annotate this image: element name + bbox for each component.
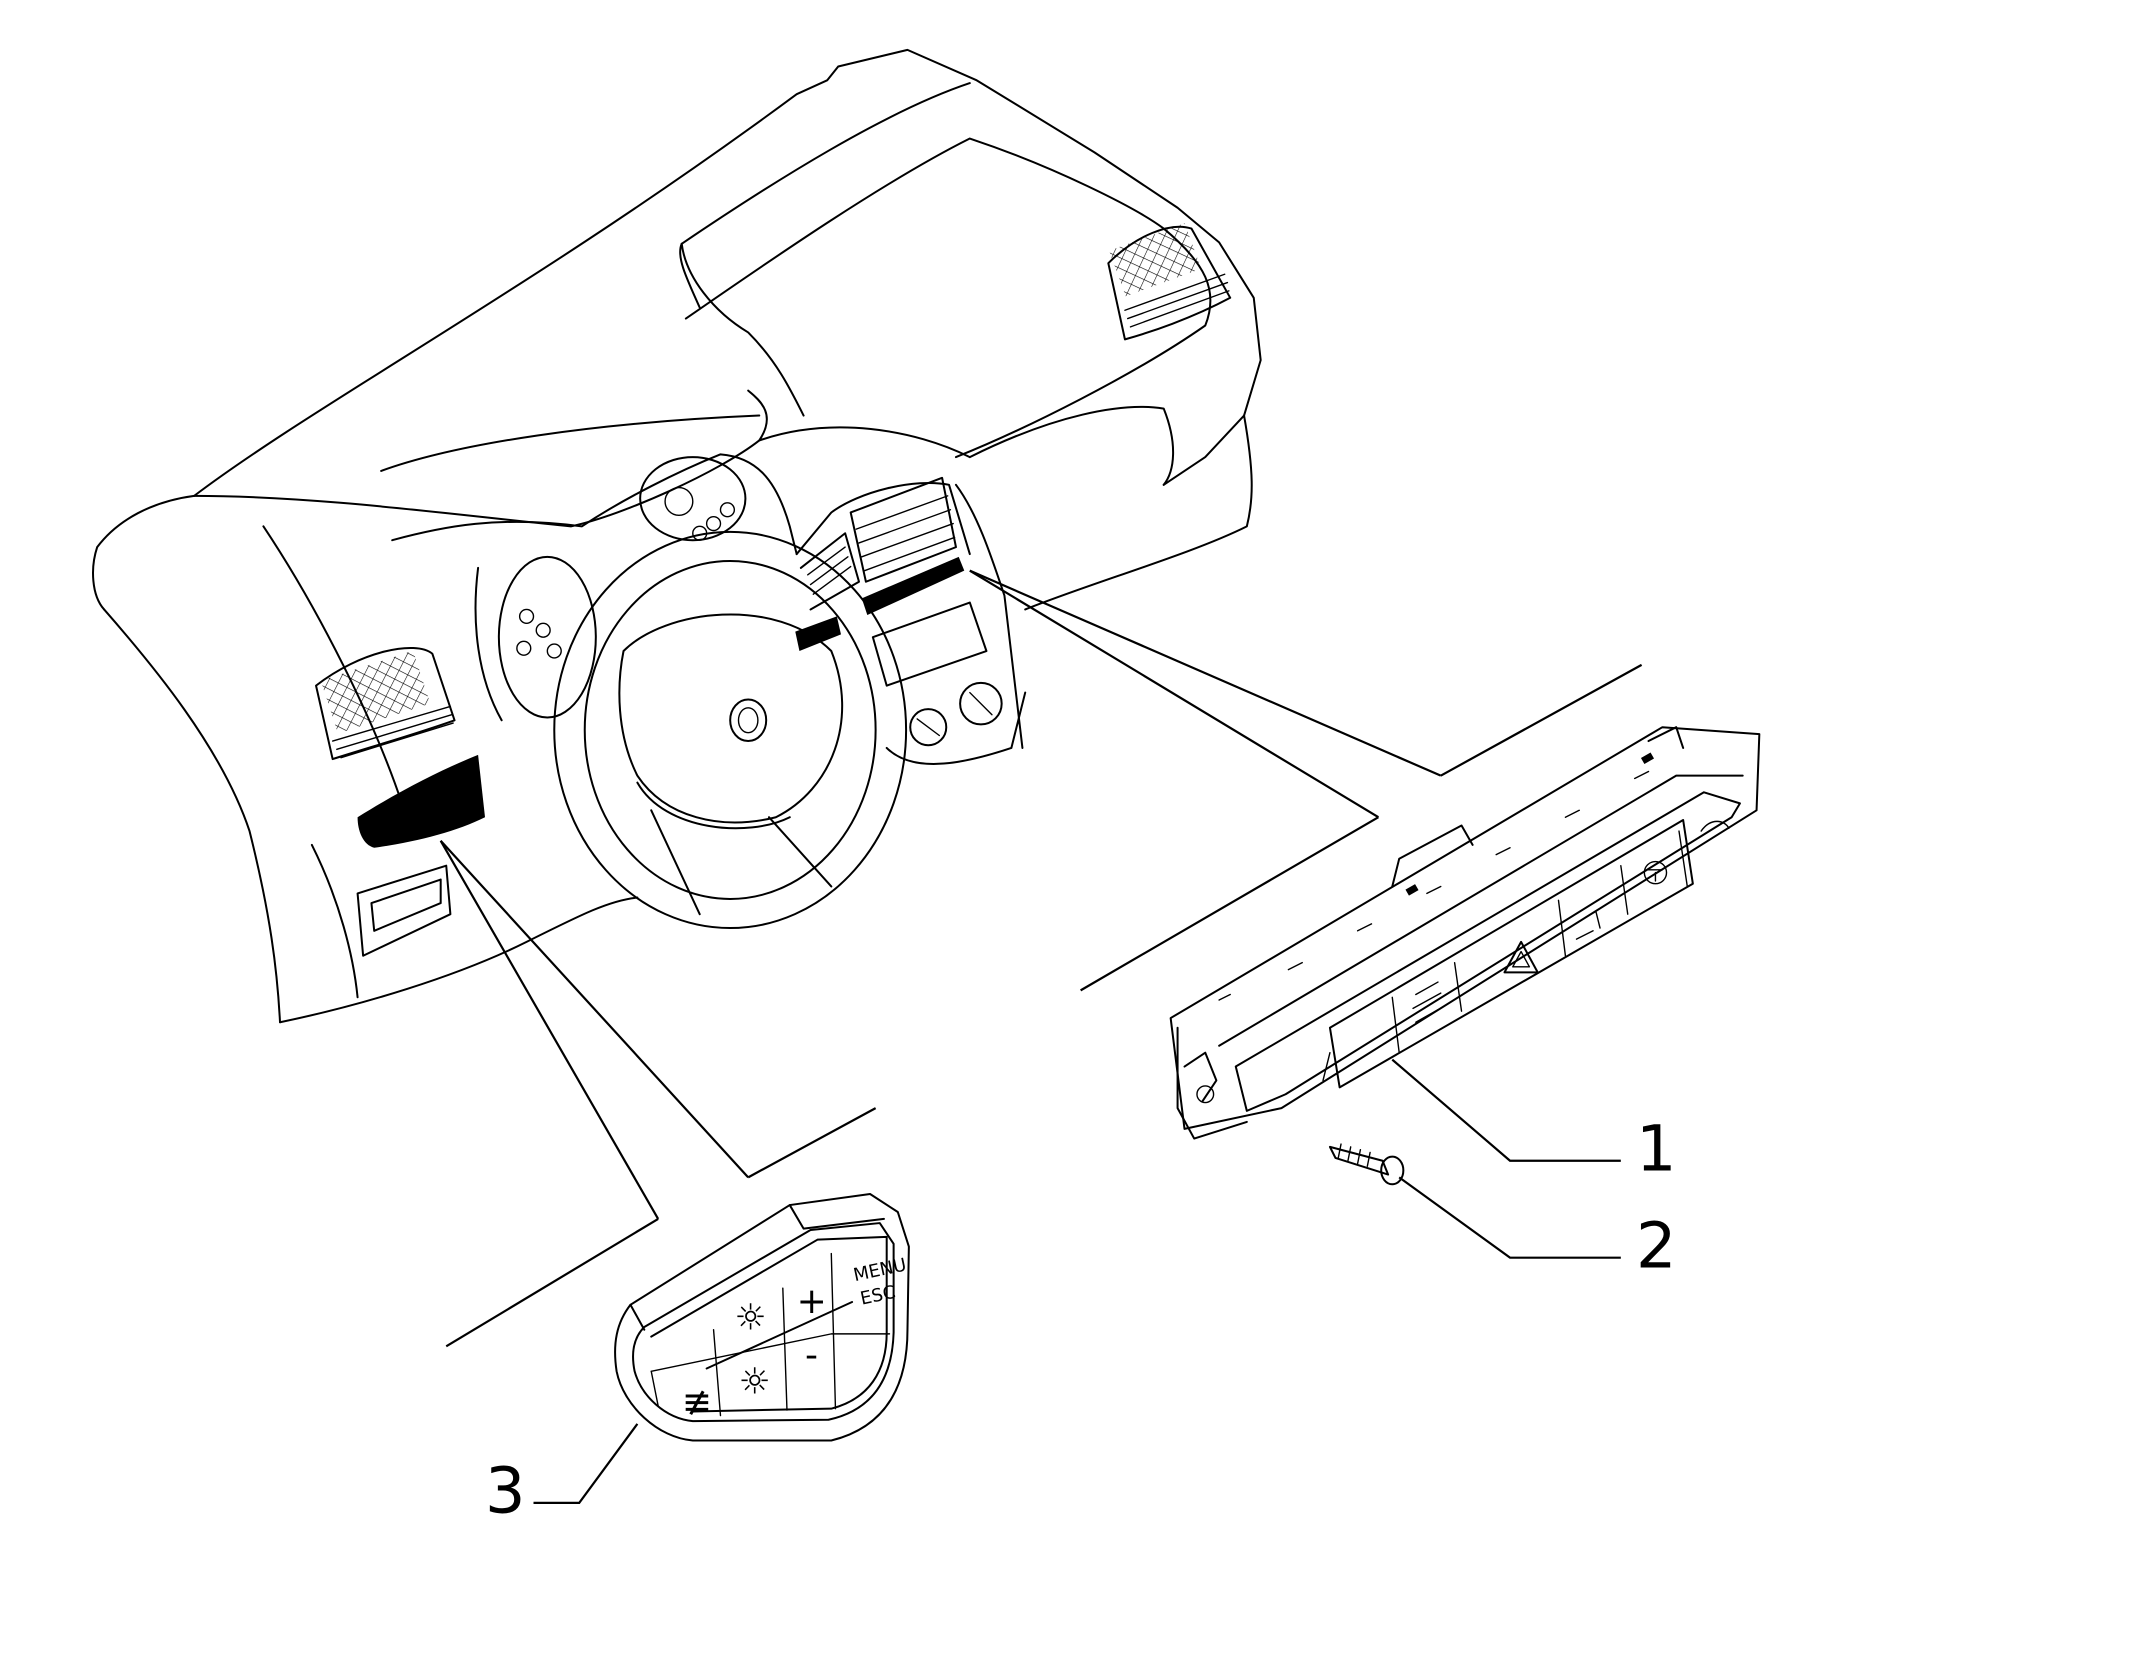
headlight-down-icon: ☼: [738, 1361, 770, 1402]
headlight-up-icon: ☼: [734, 1298, 766, 1339]
plus-label: +: [797, 1281, 827, 1322]
callout-2: 2: [1399, 1177, 1677, 1283]
callout-2-label: 2: [1636, 1209, 1677, 1283]
dashboard-illustration: [93, 50, 1261, 1022]
switch-bank-module: [1171, 727, 1760, 1138]
fog-light-icon: ≢: [682, 1382, 712, 1423]
lighting-control-module: ☼ ☼ ≢ + - MENU ESC: [615, 1194, 909, 1441]
callout-1: 1: [1392, 1060, 1677, 1186]
rear-defrost-icon: [1413, 982, 1441, 1022]
child-lock-icon: [1576, 911, 1600, 939]
steering-wheel-icon: [1644, 862, 1666, 884]
callout-3-label: 3: [485, 1455, 526, 1529]
esc-label: ESC: [858, 1282, 897, 1310]
menu-label: MENU: [852, 1254, 909, 1286]
hazard-triangle-icon: [1504, 942, 1537, 972]
callout-3: 3: [485, 1424, 637, 1529]
screw-part: [1330, 1144, 1403, 1184]
callout-projection-lines: [441, 571, 1642, 1347]
phone-icon: [1701, 821, 1729, 831]
minus-label: -: [805, 1335, 818, 1376]
callout-1-label: 1: [1636, 1112, 1677, 1186]
